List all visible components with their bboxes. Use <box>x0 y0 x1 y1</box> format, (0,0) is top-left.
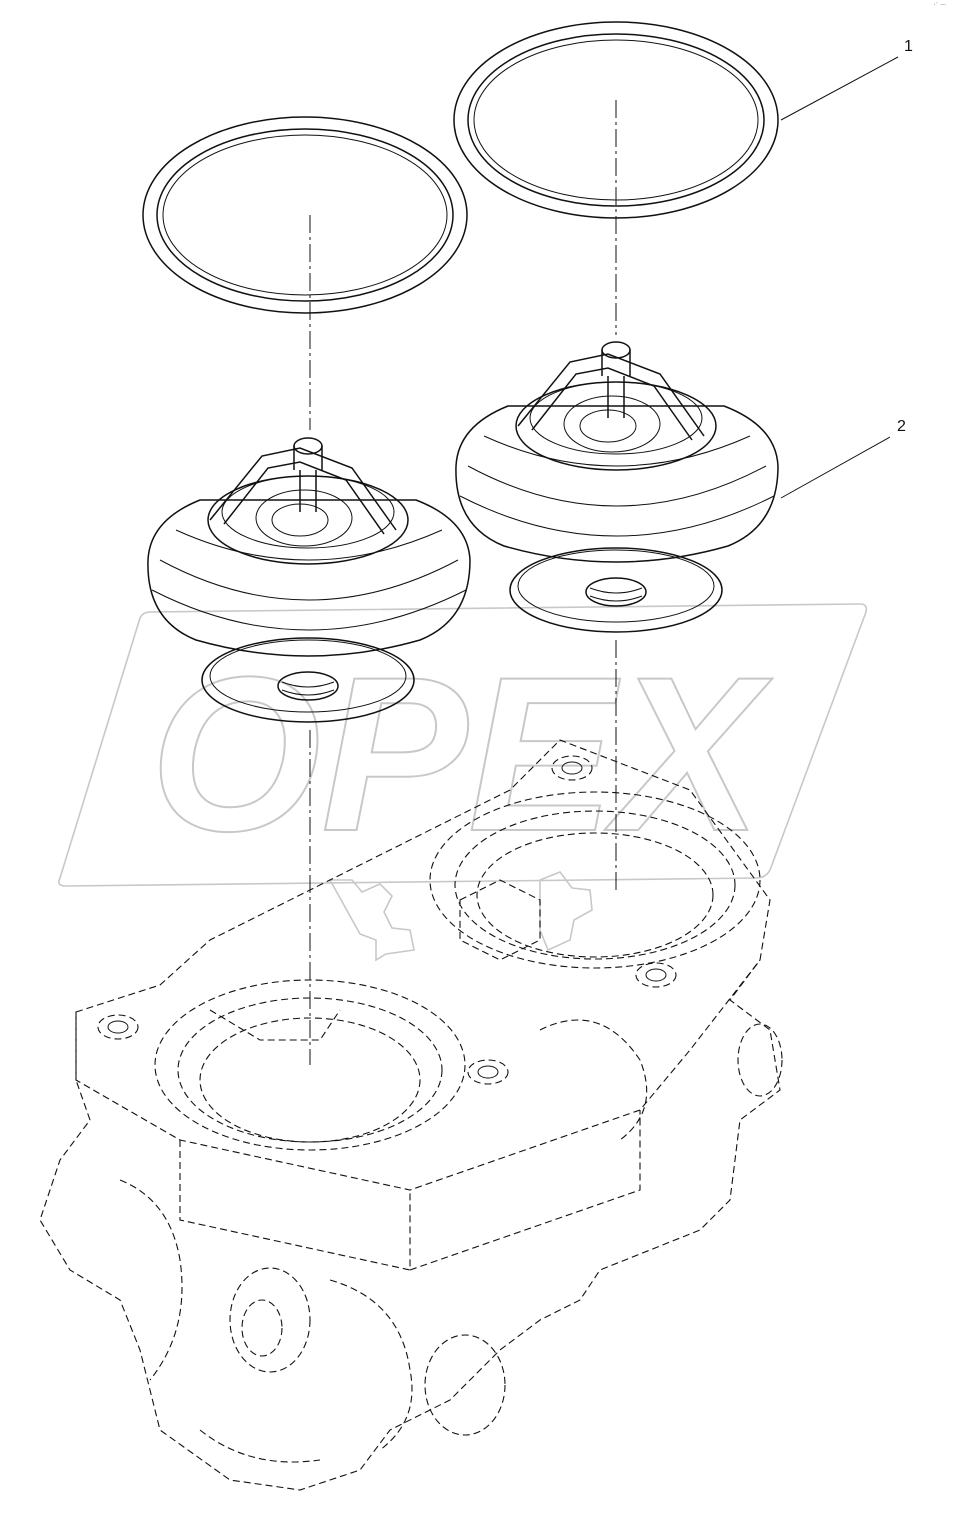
thermostat-housing <box>39 739 783 1491</box>
corner-mark: ·˙ ··· <box>933 2 946 9</box>
callout-1: 1 <box>904 38 913 55</box>
center-lines <box>309 100 617 1065</box>
o-ring-left <box>142 116 468 314</box>
watermark-text: OPEX <box>150 631 773 877</box>
watermark-logo: OPEX <box>58 603 868 962</box>
leader-lines <box>780 56 899 499</box>
callout-2: 2 <box>897 418 906 435</box>
thermostat-left <box>147 437 471 723</box>
thermostat-right <box>455 341 779 633</box>
